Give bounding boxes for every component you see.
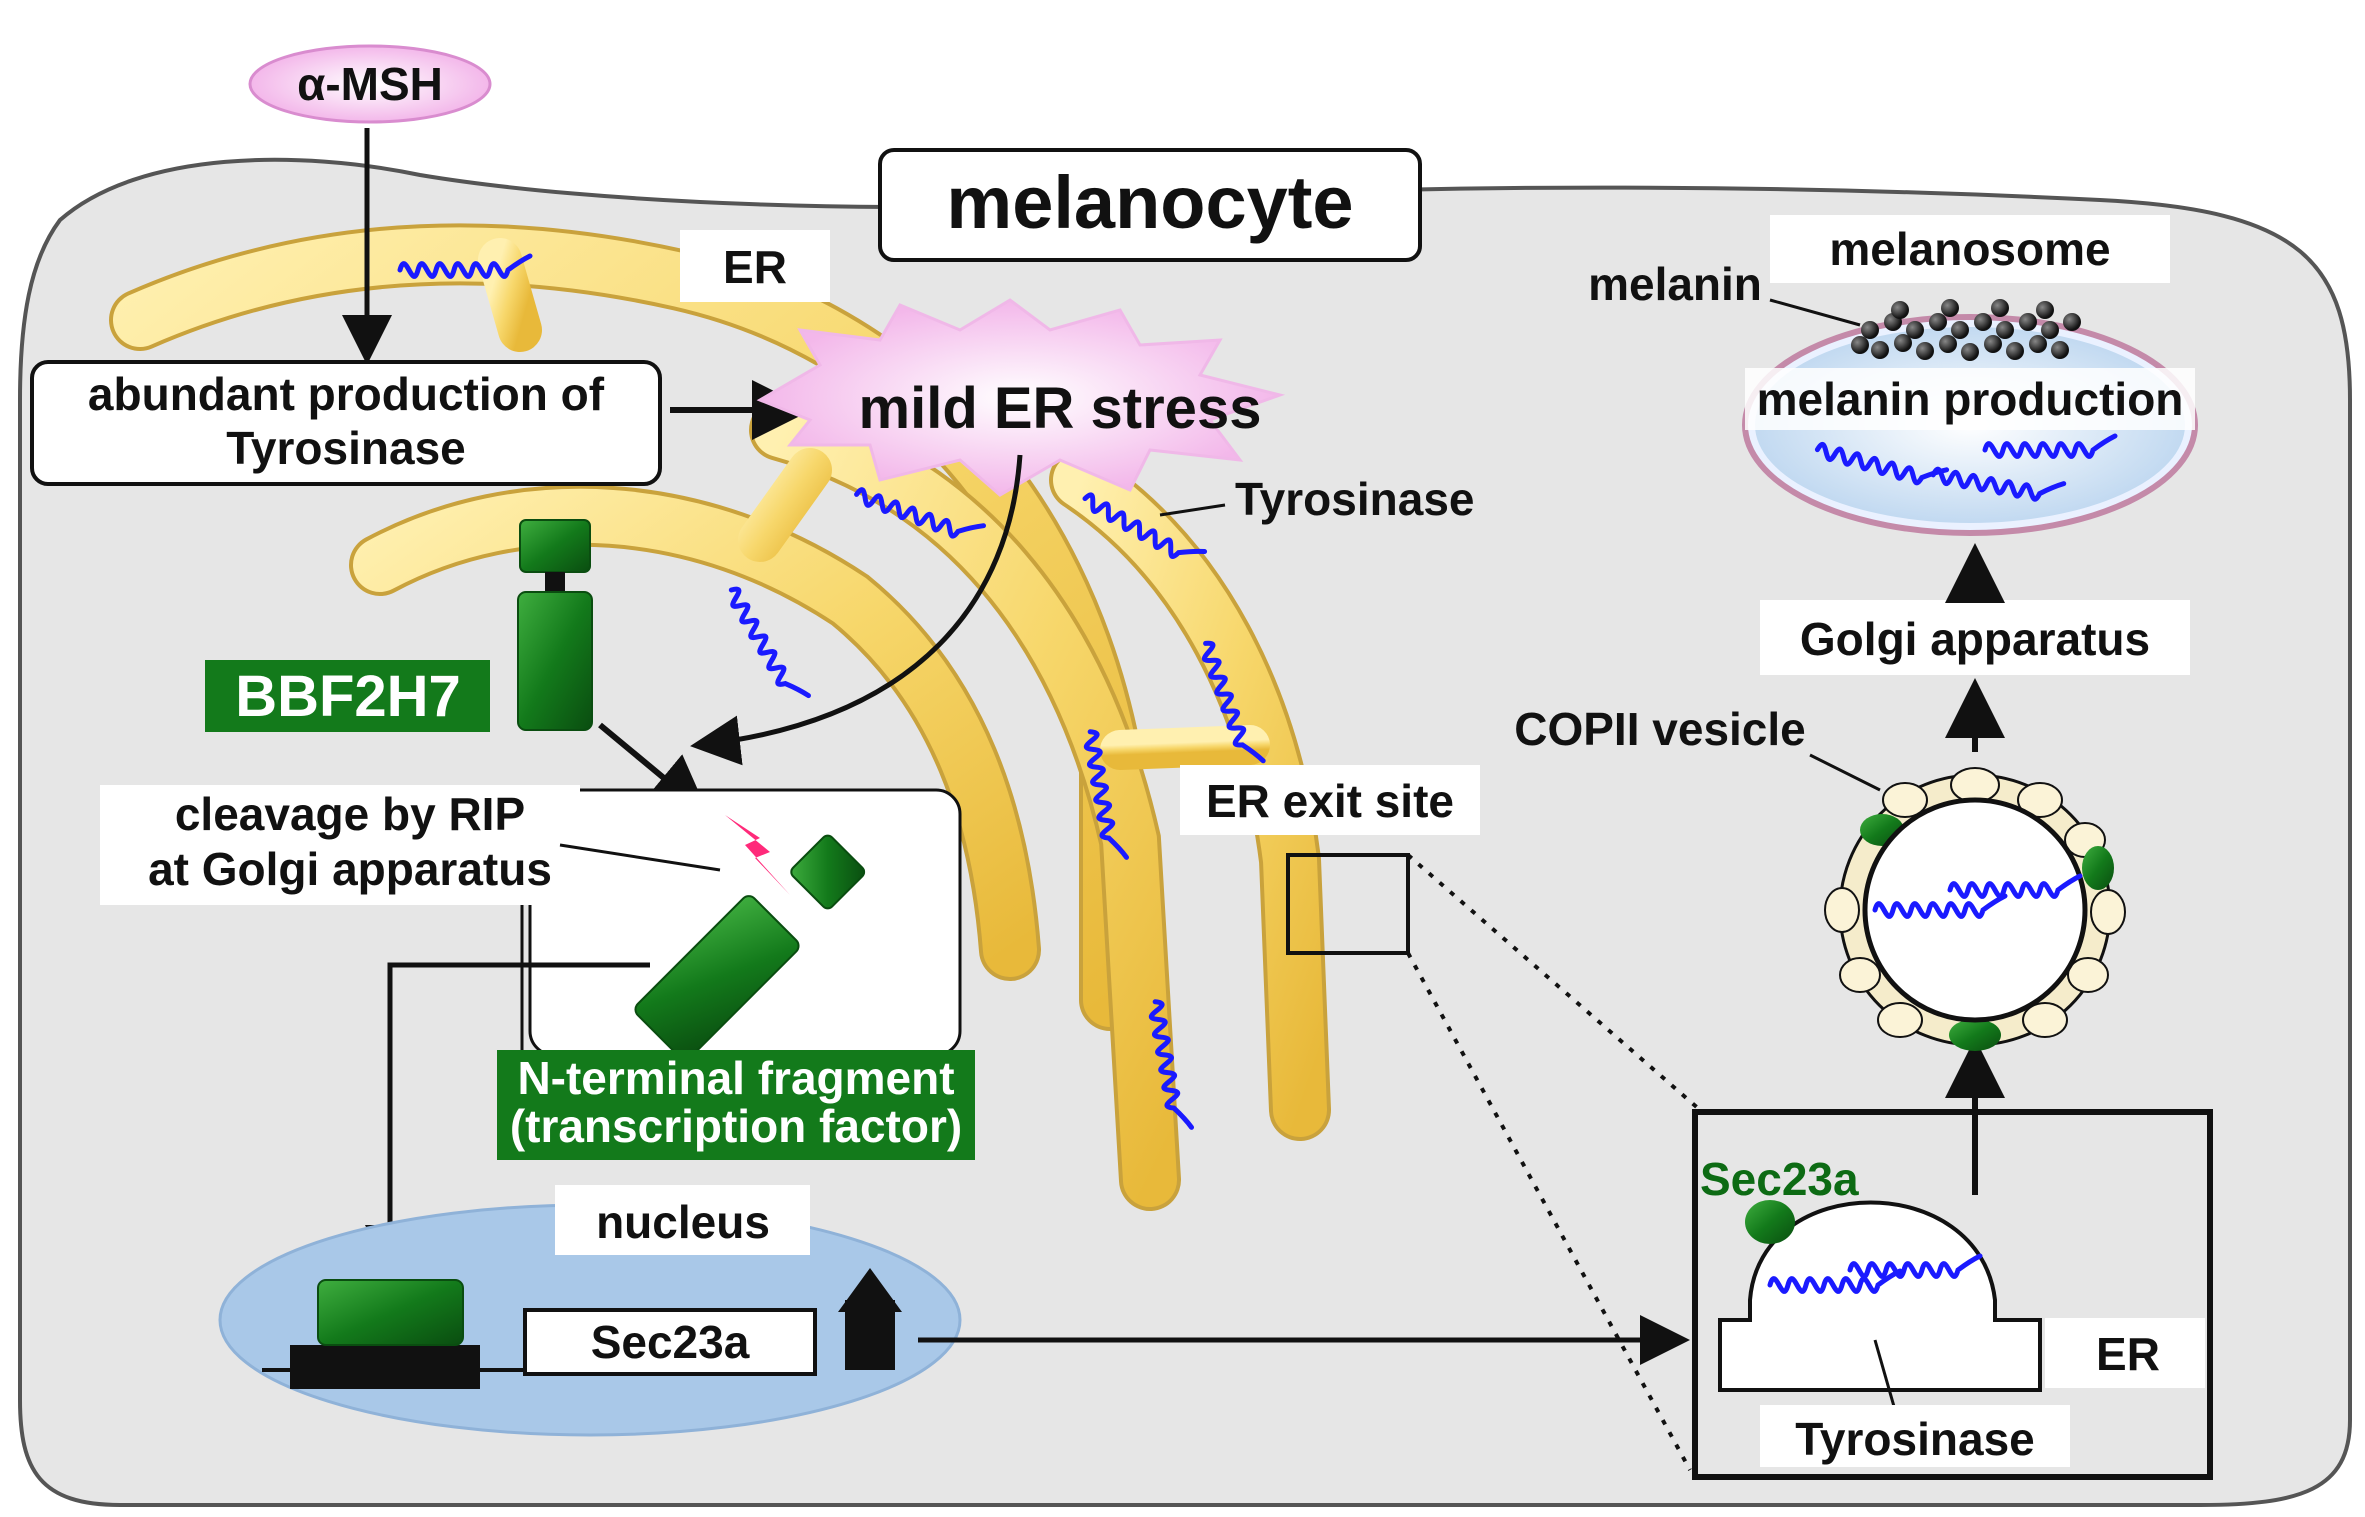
er-exit-box [1286,853,1410,955]
inset-tyrosinase-label: Tyrosinase [1795,1413,2034,1465]
nucleus: nucleus Sec23a [218,1185,962,1437]
alpha-msh-signal: α-MSH [248,44,492,124]
stress-label: mild ER stress [859,376,1262,441]
bbf2h7-label: BBF2H7 [235,664,461,729]
fragment-line-2: (transcription factor) [510,1100,962,1152]
er-exit-inset: Sec23a ER Tyrosinase [1692,1109,2213,1480]
mild-er-stress: mild ER stress [756,298,1286,497]
lightning-icon [725,815,790,895]
golgi-label: Golgi apparatus [1800,613,2150,665]
tyrosinase-label: Tyrosinase [1235,473,1474,525]
production-line-2: Tyrosinase [226,422,465,474]
cleavage-line-1: cleavage by RIP [175,788,525,840]
er-exit-label: ER exit site [1206,775,1454,827]
er-label: ER [723,241,787,293]
page-title: melanocyte [946,161,1353,244]
melanin-label: melanin [1588,258,1762,310]
fragment-tag [497,1050,975,1160]
melanosome-label: melanosome [1829,223,2110,275]
fragment-line-1: N-terminal fragment [517,1052,954,1104]
cleaved-bbf2h7 [634,834,866,1061]
copii-vesicle [1824,767,2126,1051]
alpha-msh-label: α-MSH [297,58,443,110]
production-line-1: abundant production of [88,368,605,420]
nucleus-label: nucleus [596,1196,770,1248]
bbf2h7-tag [205,660,490,732]
cleavage-line-2: at Golgi apparatus [148,843,552,895]
upregulation-arrow-icon [838,1268,902,1370]
inset-er-label: ER [2096,1328,2160,1380]
copii-label: COPII vesicle [1514,703,1806,755]
title-box: melanocyte [878,148,1422,262]
gene-label: Sec23a [591,1316,750,1368]
bbf2h7-protein [517,519,593,731]
melanosome: melanosome melanin production [1742,215,2198,536]
production-box: abundant production of Tyrosinase [30,360,662,486]
melanin-production-label: melanin production [1757,373,2184,425]
inset-sec23a-label: Sec23a [1700,1153,1859,1205]
